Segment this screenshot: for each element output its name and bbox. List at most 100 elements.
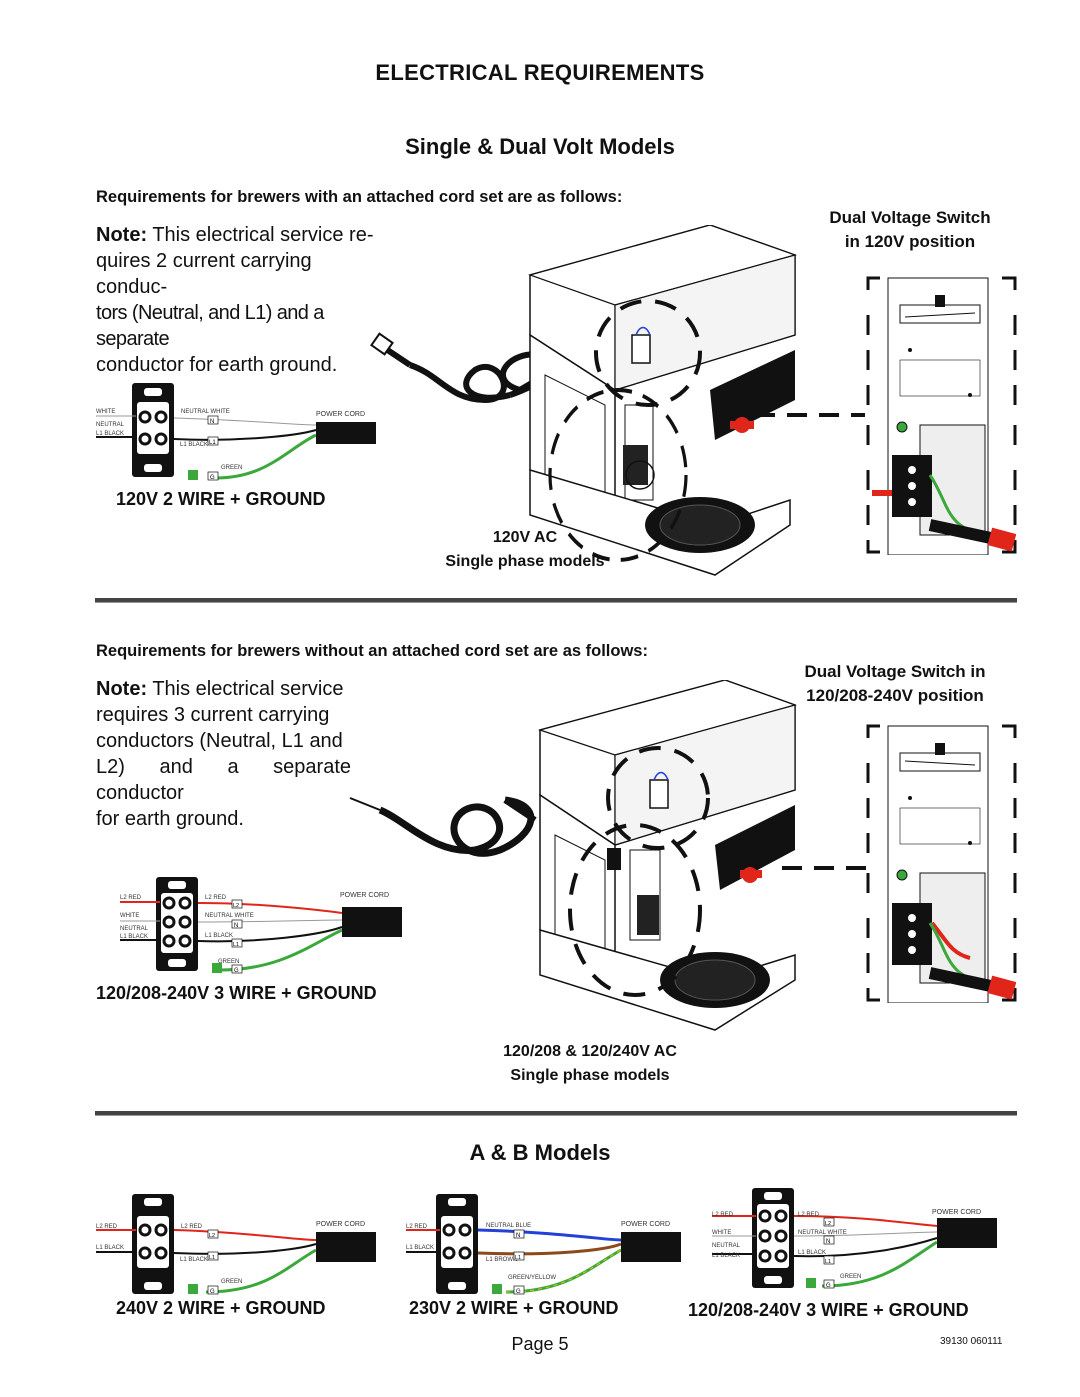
wiring-diagram-240v: L2 RED L1 BLACK L2 RED L1 BLACK GREEN PO…: [96, 1194, 376, 1295]
caption-line: 120/208 & 120/240V AC: [503, 1043, 677, 1060]
page-number: Page 5: [511, 1334, 569, 1354]
wire-label: L1 BLACK: [406, 1245, 434, 1251]
wire-label: L2 RED: [798, 1212, 820, 1218]
wire-label: WHITE: [712, 1230, 731, 1236]
brewer-illustration-1: [370, 225, 797, 576]
document-code: 39130 060111: [940, 1336, 1003, 1347]
wiring-diagram-230v: L2 RED L1 BLACK NEUTRAL BLUE L1 BROWN GR…: [406, 1194, 681, 1295]
note-line: tors (Neutral, and L1) and a separate: [96, 302, 324, 350]
wire-label: L1 BLACK: [712, 1253, 740, 1259]
wire-label: L1 BLACK: [96, 431, 124, 437]
wire-label: L1 BLACK: [798, 1250, 826, 1256]
note-line: requires 3 current carrying: [96, 704, 330, 726]
terminal-tag: L2: [233, 903, 239, 909]
section-subtitle: Single & Dual Volt Models: [405, 134, 675, 159]
note-line: conductors (Neutral, L1 and: [96, 730, 343, 752]
divider: [95, 1111, 1017, 1116]
terminal-tag: L2: [209, 1233, 215, 1239]
connector-dashes: [782, 866, 867, 870]
wire-label: GREEN: [221, 465, 242, 471]
caption-line: 120V AC: [492, 529, 558, 546]
note-line: This electrical service: [152, 678, 344, 700]
terminal-tag: L1: [515, 1255, 521, 1261]
wiring-diagram-ab-3wire: L2 RED WHITE NEUTRAL L1 BLACK L2 RED NEU…: [712, 1188, 997, 1289]
wire-label: NEUTRAL: [96, 422, 125, 428]
caption-1: 120V AC Single phase models: [395, 526, 655, 574]
wire-label: NEUTRAL: [120, 926, 149, 932]
switch-line: 120/208-240V position: [806, 686, 984, 705]
terminal-tag: N: [210, 419, 214, 425]
wire-label: L1 BLACK: [180, 442, 208, 448]
wire-label: POWER CORD: [621, 1221, 670, 1228]
ab-wiring-title-230v: 230V 2 WIRE + GROUND: [409, 1298, 619, 1318]
wire-label: GREEN: [218, 959, 239, 965]
note-line: for earth ground.: [96, 808, 244, 830]
terminal-tag: L1: [209, 440, 216, 446]
wire-label: GREEN: [221, 1279, 242, 1285]
power-cord-plug: [316, 422, 376, 444]
note-line: This electrical service re-: [152, 224, 374, 246]
note-2: Note: This electrical service requires 3…: [96, 676, 351, 832]
ab-wiring-title-240v: 240V 2 WIRE + GROUND: [116, 1298, 326, 1318]
note-line: conductor for earth ground.: [96, 354, 338, 376]
requirement-heading-2: Requirements for brewers without an atta…: [96, 642, 648, 660]
wiring-title-1: 120V 2 WIRE + GROUND: [116, 489, 326, 509]
wire-label: L1 BLACK: [205, 933, 233, 939]
wire-label: NEUTRAL WHITE: [798, 1230, 847, 1236]
note-label: Note:: [96, 224, 148, 246]
terminal-tag: G: [210, 475, 215, 481]
wire-label: POWER CORD: [932, 1209, 981, 1216]
caption-line: Single phase models: [445, 553, 605, 570]
wire-label: L2 RED: [712, 1212, 734, 1218]
ab-wiring-title-3wire: 120/208-240V 3 WIRE + GROUND: [688, 1300, 969, 1320]
wire-label: GREEN: [840, 1274, 861, 1280]
page-title: ELECTRICAL REQUIREMENTS: [375, 60, 705, 85]
terminal-tag: N: [234, 923, 238, 929]
requirement-heading-1: Requirements for brewers with an attache…: [96, 188, 623, 206]
wire-label: L1 BLACK: [180, 1257, 208, 1263]
wire-label: L2 RED: [205, 895, 227, 901]
switch-detail-1: [866, 276, 1017, 555]
terminal-tag: G: [826, 1283, 831, 1289]
connector-dashes: [755, 413, 865, 417]
wire-label: L2 RED: [406, 1224, 428, 1230]
terminal-tag: G: [516, 1289, 521, 1295]
wire-label: POWER CORD: [340, 892, 389, 899]
divider: [95, 598, 1017, 603]
terminal-tag: N: [516, 1233, 520, 1239]
terminal-tag: G: [210, 1289, 215, 1295]
wiring-diagram-120v: WHITE NEUTRAL L1 BLACK NEUTRAL WHITE L1 …: [96, 383, 376, 481]
wire-label: POWER CORD: [316, 1221, 365, 1228]
caption-2: 120/208 & 120/240V AC Single phase model…: [460, 1040, 720, 1088]
terminal-tag: N: [826, 1239, 830, 1245]
wire-label: L2 RED: [96, 1224, 118, 1230]
wire-label: L2 RED: [120, 895, 142, 901]
note-1: Note: This electrical service re- quires…: [96, 222, 386, 378]
wire-label: NEUTRAL WHITE: [181, 409, 230, 415]
wire-label: NEUTRAL: [712, 1243, 741, 1249]
terminal-tag: G: [234, 968, 239, 974]
switch-line: in 120V position: [844, 232, 976, 251]
note-label: Note:: [96, 678, 148, 700]
switch-label-2: Dual Voltage Switch in 120/208-240V posi…: [775, 660, 1015, 708]
switch-detail-2: [866, 724, 1017, 1003]
brewer-illustration-2: [349, 680, 797, 1031]
wiring-diagram-3wire: L2 RED WHITE NEUTRAL L1 BLACK L2 RED NEU…: [120, 877, 402, 974]
terminal-tag: L1: [209, 1255, 215, 1261]
terminal-tag: L2: [825, 1221, 831, 1227]
wire-label: WHITE: [96, 409, 115, 415]
caption-line: Single phase models: [510, 1067, 670, 1084]
wiring-title-2: 120/208-240V 3 WIRE + GROUND: [96, 983, 377, 1003]
wire-label: NEUTRAL BLUE: [486, 1223, 531, 1229]
wire-label: L1 BLACK: [120, 934, 148, 940]
wire-label: GREEN/YELLOW: [508, 1275, 556, 1281]
wire-label: POWER CORD: [316, 411, 365, 418]
switch-label-1: Dual Voltage Switch in 120V position: [800, 206, 1020, 254]
ab-models-title: A & B Models: [469, 1140, 611, 1165]
terminal-tag: L1: [233, 942, 239, 948]
wire-label: L1 BROWN: [486, 1257, 517, 1263]
switch-line: Dual Voltage Switch: [829, 208, 991, 227]
terminal-tag: L1: [825, 1259, 831, 1265]
wire-label: WHITE: [120, 913, 139, 919]
wire-label: NEUTRAL WHITE: [205, 913, 254, 919]
